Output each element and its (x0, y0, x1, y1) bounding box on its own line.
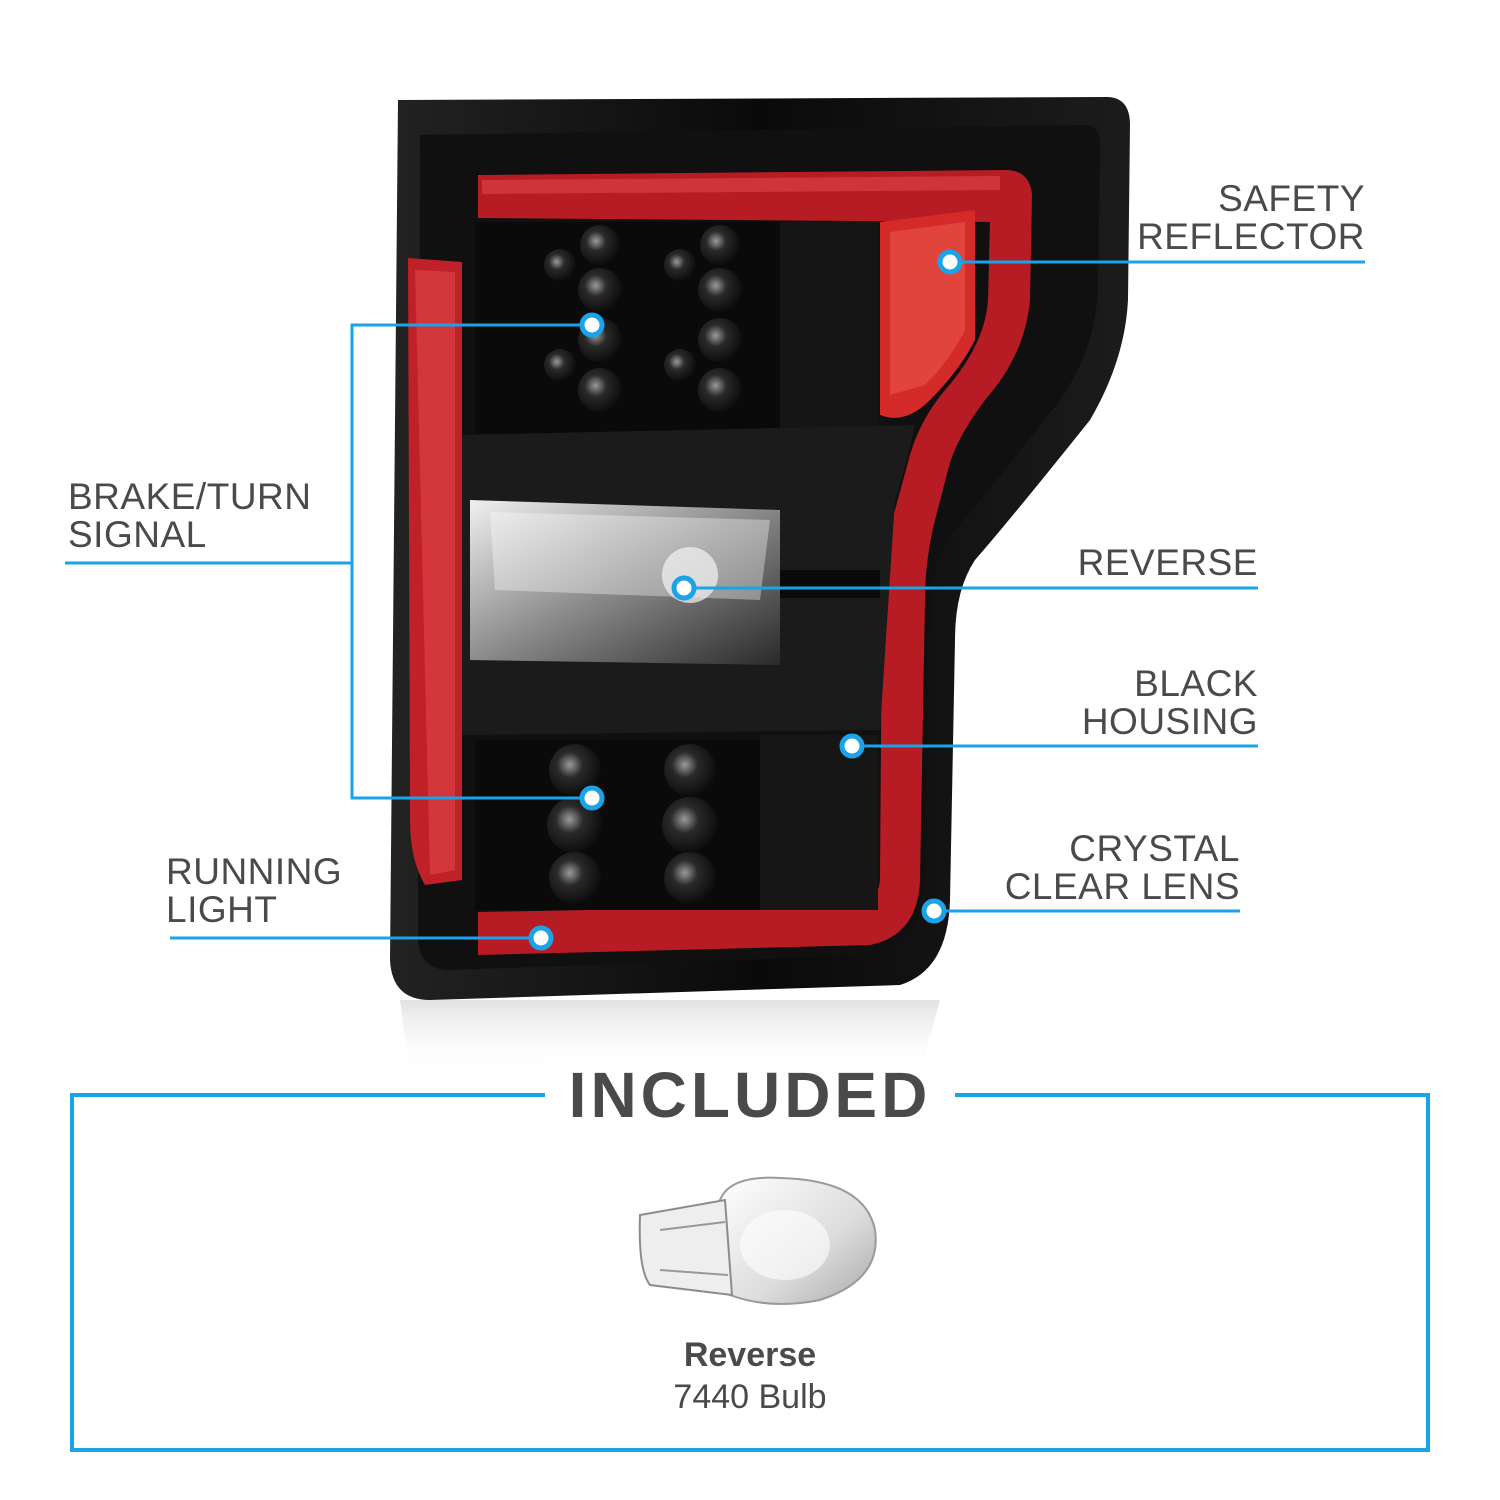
dot-brake-lower (579, 785, 605, 811)
included-frame (70, 1093, 1430, 1452)
floor-reflection (400, 1000, 940, 1075)
label-black-housing: BLACK HOUSING (1081, 663, 1258, 742)
dot-brake-upper (579, 312, 605, 338)
dot-running-light (528, 925, 554, 951)
label-crystal-clear-lens: CRYSTAL CLEAR LENS (1004, 828, 1240, 907)
included-title: INCLUDED (545, 1060, 955, 1130)
dot-black-housing (839, 733, 865, 759)
reverse-lens (470, 500, 780, 665)
bulb-spec: 7440 Bulb (673, 1378, 827, 1416)
red-light-bar (478, 170, 1032, 955)
dot-crystal-clear (921, 898, 947, 924)
lower-leds (547, 744, 718, 904)
dot-safety-reflector (937, 249, 963, 275)
bulb-base (638, 1198, 734, 1297)
bulb-name: Reverse (683, 1336, 817, 1374)
label-reverse: REVERSE (1077, 542, 1258, 583)
bulb-illustration (638, 1176, 877, 1305)
label-safety-reflector: SAFETY REFLECTOR (1137, 178, 1365, 257)
dot-reverse (671, 575, 697, 601)
label-running-light: RUNNING LIGHT (166, 851, 343, 930)
label-brake-turn-signal: BRAKE/TURN SIGNAL (68, 476, 312, 555)
